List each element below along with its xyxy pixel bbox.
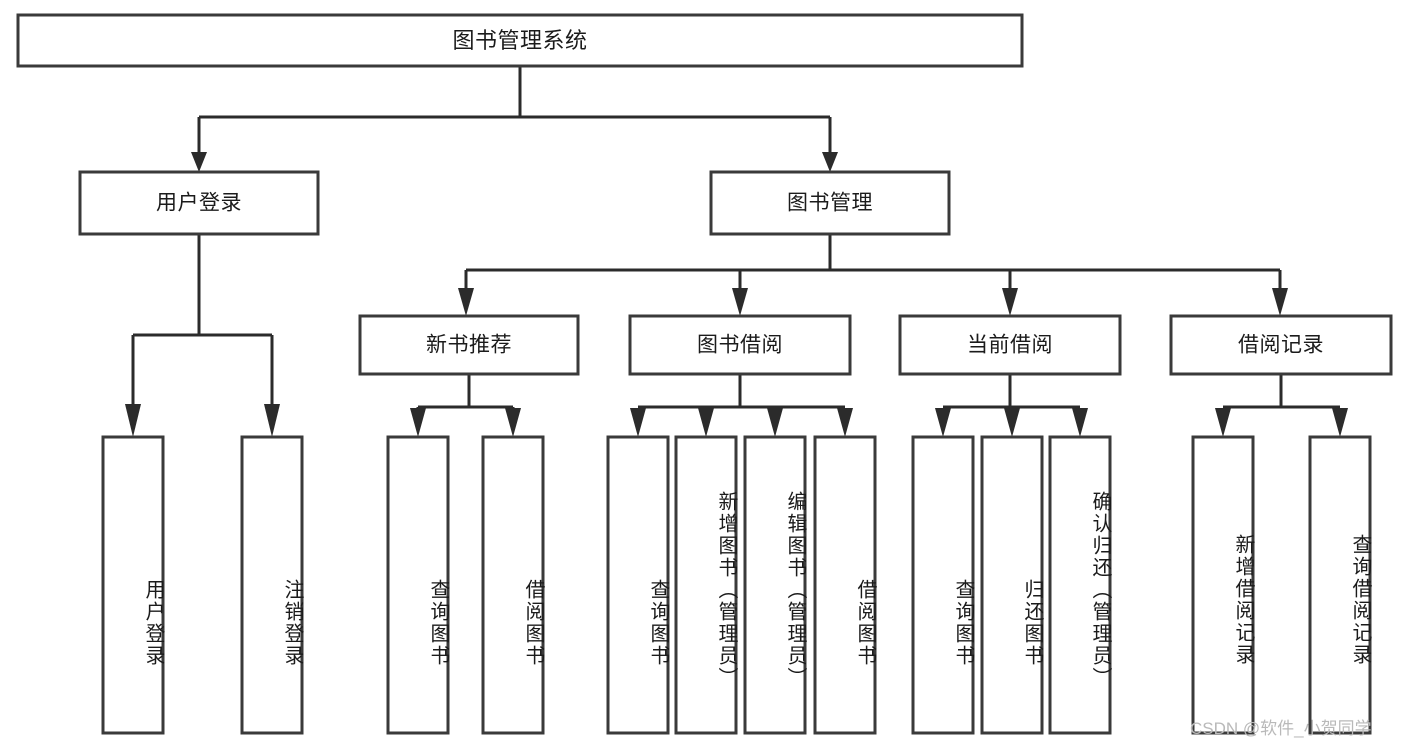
leaf-box-book-borrow-2[interactable] — [674, 435, 738, 735]
node-borrow-record-label: 借阅记录 — [1238, 334, 1324, 357]
arrow-book-borrow-leaf-1 — [630, 408, 646, 437]
node-book-borrow-label: 图书借阅 — [697, 334, 783, 357]
node-book-mgmt-box[interactable] — [709, 170, 951, 236]
node-new-book-recommend-box[interactable] — [358, 314, 580, 376]
arrow-book-borrow-leaf-2 — [698, 408, 714, 437]
leaf-box-user-login-2[interactable] — [240, 435, 304, 735]
connector-layer — [125, 66, 1348, 437]
leaf-box-user-login-1[interactable] — [101, 435, 165, 735]
node-root-label: 图书管理系统 — [452, 28, 587, 53]
arrow-borrow-record-leaf-2 — [1332, 408, 1348, 437]
arrow-book-borrow-leaf-3 — [767, 408, 783, 437]
leaf-box-book-borrow-3[interactable] — [743, 435, 807, 735]
leaf-box-borrow-record-2[interactable] — [1308, 435, 1372, 735]
node-layer: 图书管理系统 用户登录 图书管理 新书推荐 图书借阅 当前借阅 借阅记录 — [16, 13, 1393, 735]
leaf-box-current-borrow-2[interactable] — [980, 435, 1044, 735]
csdn-watermark: CSDN @软件_小贺同学 — [1190, 719, 1372, 738]
arrow-book-mgmt-to-new-book — [458, 288, 474, 316]
node-book-borrow-box[interactable] — [628, 314, 852, 376]
arrow-book-borrow-leaf-4 — [837, 408, 853, 437]
arrow-current-borrow-leaf-3 — [1072, 408, 1088, 437]
node-current-borrow-box[interactable] — [898, 314, 1122, 376]
arrow-root-to-user-login — [191, 152, 207, 172]
arrow-new-book-leaf-2 — [505, 408, 521, 437]
leaf-box-new-book-2[interactable] — [481, 435, 545, 735]
node-book-mgmt-label: 图书管理 — [787, 192, 873, 215]
arrow-current-borrow-leaf-1 — [935, 408, 951, 437]
arrow-borrow-record-leaf-1 — [1215, 408, 1231, 437]
node-user-login-box[interactable] — [78, 170, 320, 236]
arrow-root-to-book-mgmt — [822, 152, 838, 172]
node-new-book-recommend-label: 新书推荐 — [426, 334, 512, 357]
leaf-box-current-borrow-1[interactable] — [911, 435, 975, 735]
arrow-current-borrow-leaf-2 — [1004, 408, 1020, 437]
arrow-book-mgmt-to-borrow-record — [1272, 288, 1288, 316]
arrow-book-mgmt-to-book-borrow — [732, 288, 748, 316]
leaf-box-book-borrow-4[interactable] — [813, 435, 877, 735]
arrow-book-mgmt-to-current-borrow — [1002, 288, 1018, 316]
arrow-new-book-leaf-1 — [410, 408, 426, 437]
node-root-box[interactable] — [16, 13, 1024, 68]
leaf-box-book-borrow-1[interactable] — [606, 435, 670, 735]
leaf-box-borrow-record-1[interactable] — [1191, 435, 1255, 735]
node-borrow-record-box[interactable] — [1169, 314, 1393, 376]
arrow-user-login-leaf-2 — [264, 404, 280, 437]
arrow-user-login-leaf-1 — [125, 404, 141, 437]
node-current-borrow-label: 当前借阅 — [967, 334, 1053, 357]
leaf-box-current-borrow-3[interactable] — [1048, 435, 1112, 735]
node-user-login-label: 用户登录 — [156, 192, 242, 215]
leaf-box-new-book-1[interactable] — [386, 435, 450, 735]
